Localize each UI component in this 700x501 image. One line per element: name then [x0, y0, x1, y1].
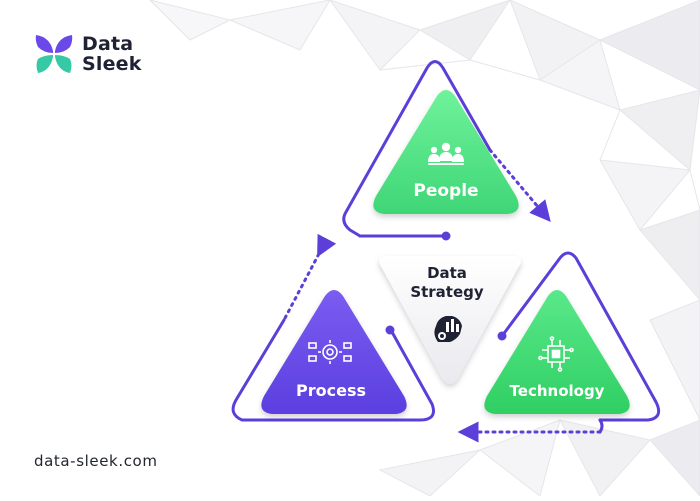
technology-outline [457, 251, 661, 443]
people-connector-dot [441, 231, 451, 241]
process-node [261, 290, 407, 414]
brand-line1: Data [82, 33, 134, 55]
brand-logo[interactable]: Data Sleek [34, 33, 142, 75]
process-gear-icon [308, 340, 352, 364]
technology-connector-dot [497, 331, 507, 341]
brand-name: Data Sleek [82, 34, 142, 74]
process-label: Process [296, 381, 366, 400]
brand-line2: Sleek [82, 53, 142, 75]
people-outline [342, 60, 551, 238]
brain-gear-icon [434, 316, 462, 342]
data-strategy-line1: Data [427, 264, 467, 282]
process-outline [231, 233, 435, 422]
website-url[interactable]: data-sleek.com [34, 452, 158, 470]
people-node [373, 90, 519, 214]
data-strategy-line2: Strategy [410, 283, 484, 301]
circuit-chip-icon [538, 336, 574, 372]
lowpoly-background [149, 0, 700, 497]
butterfly-logo-icon [35, 35, 73, 73]
people-label: People [413, 181, 478, 201]
process-connector-dot [385, 325, 395, 335]
technology-label: Technology [510, 382, 605, 400]
people-group-icon [428, 142, 464, 165]
